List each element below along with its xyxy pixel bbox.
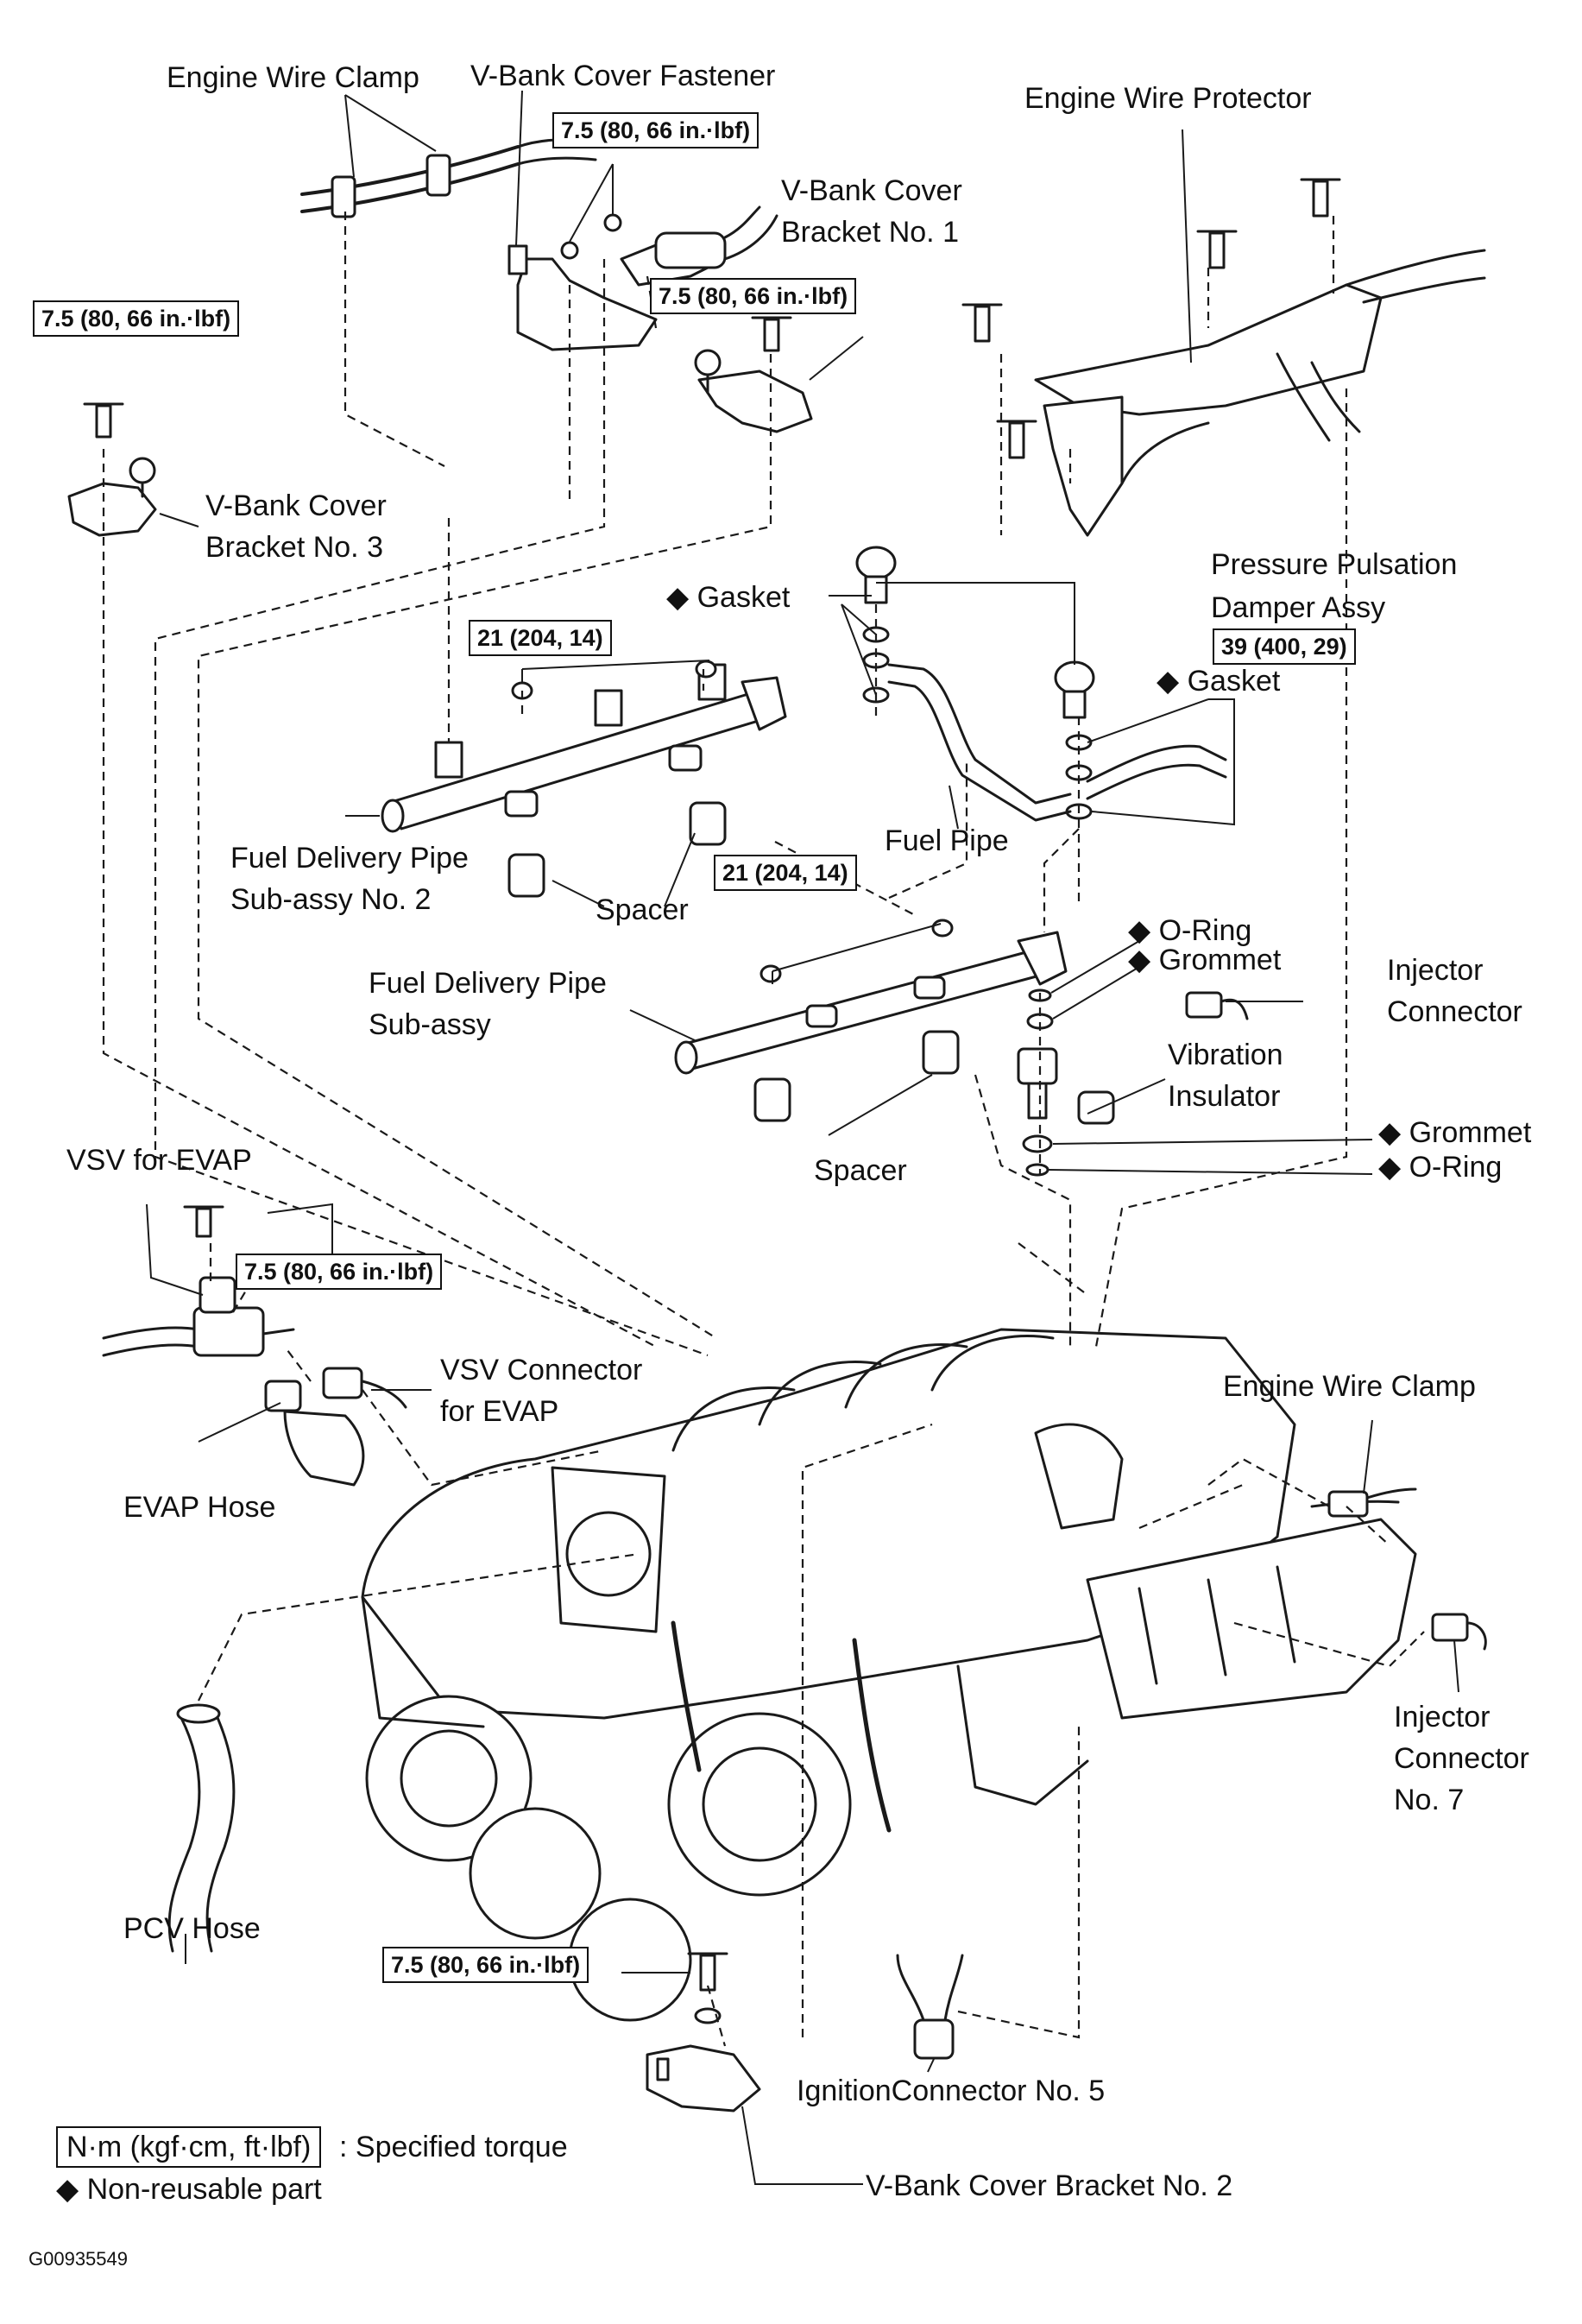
fuel-delivery-pipe-2-part <box>381 660 787 833</box>
label-injector-connector-line1: Injector <box>1387 954 1484 987</box>
engine-manifold-part <box>361 1328 1417 2022</box>
label-injector-connector-7-line2: Connector <box>1394 1742 1529 1775</box>
spacer-lower-parts <box>753 1030 960 1122</box>
label-spacer-upper: Spacer <box>596 894 689 926</box>
torque-box-damper: 39 (400, 29) <box>1213 628 1356 665</box>
legend-unit-box: N·m (kgf·cm, ft·lbf) <box>56 2126 322 2168</box>
v-bank-cover-bracket-1-part <box>694 316 813 433</box>
label-v-bank-cover-bracket-1-line1: V-Bank Cover <box>781 174 962 207</box>
label-vsv-connector-line2: for EVAP <box>440 1395 559 1428</box>
label-v-bank-cover-bracket-1-line2: Bracket No. 1 <box>781 216 959 249</box>
pcv-hose-part <box>167 1703 236 1953</box>
label-gasket-top: ◆ Gasket <box>666 581 791 614</box>
injector-connector-7-part <box>1431 1613 1487 1651</box>
label-engine-wire-clamp-top: Engine Wire Clamp <box>167 61 419 94</box>
vsv-evap-parts <box>102 1205 407 1487</box>
engine-wire-clamp-right-part <box>1310 1487 1417 1518</box>
label-vsv-for-evap: VSV for EVAP <box>66 1144 252 1177</box>
label-v-bank-cover-fastener: V-Bank Cover Fastener <box>470 60 776 92</box>
v-bank-cover-fastener-part <box>507 205 778 351</box>
engine-wire-protector-part <box>961 178 1486 537</box>
label-injector-connector-7-line3: No. 7 <box>1394 1784 1465 1816</box>
pressure-pulsation-damper-parts <box>855 546 1095 719</box>
legend-unit-text: : Specified torque <box>339 2131 568 2163</box>
label-v-bank-cover-bracket-2: V-Bank Cover Bracket No. 2 <box>866 2169 1233 2202</box>
label-pressure-pulsation-line1: Pressure Pulsation <box>1211 548 1458 581</box>
label-vibration-insulator-line2: Insulator <box>1168 1080 1281 1113</box>
label-engine-wire-clamp-right: Engine Wire Clamp <box>1223 1370 1476 1403</box>
label-v-bank-cover-bracket-3-line2: Bracket No. 3 <box>205 531 383 564</box>
v-bank-cover-bracket-3-part <box>67 402 157 537</box>
label-fuel-delivery-pipe-2-line1: Fuel Delivery Pipe <box>230 842 469 875</box>
label-evap-hose: EVAP Hose <box>123 1491 276 1524</box>
label-pressure-pulsation-line2: Damper Assy <box>1211 591 1386 624</box>
label-fuel-delivery-pipe-2-line2: Sub-assy No. 2 <box>230 883 432 916</box>
engine-wire-clamp-top-part <box>300 138 597 218</box>
label-fuel-delivery-pipe-line2: Sub-assy <box>369 1008 491 1041</box>
gasket-parts <box>862 626 1093 820</box>
label-vibration-insulator-line1: Vibration <box>1168 1039 1283 1071</box>
label-grommet-top: ◆ Grommet <box>1128 944 1282 976</box>
label-o-ring-bottom: ◆ O-Ring <box>1378 1151 1503 1184</box>
v-bank-cover-bracket-2-part <box>646 1952 761 2112</box>
torque-box-pipe-1: 21 (204, 14) <box>714 855 857 891</box>
label-fuel-delivery-pipe-line1: Fuel Delivery Pipe <box>369 967 607 1000</box>
fuel-delivery-pipe-part <box>674 919 1068 1075</box>
label-vsv-connector-line1: VSV Connector <box>440 1354 643 1386</box>
label-ignition-connector-5: IgnitionConnector No. 5 <box>797 2075 1106 2107</box>
label-spacer-lower: Spacer <box>814 1154 907 1187</box>
torque-box-fastener: 7.5 (80, 66 in.·lbf) <box>552 112 759 148</box>
ignition-connector-5-part <box>896 1954 964 2060</box>
label-injector-connector-line2: Connector <box>1387 995 1522 1028</box>
torque-box-bracket-2: 7.5 (80, 66 in.·lbf) <box>382 1947 589 1983</box>
label-injector-connector-7-line1: Injector <box>1394 1701 1491 1734</box>
torque-box-pipe-2: 21 (204, 14) <box>469 620 612 656</box>
label-engine-wire-protector: Engine Wire Protector <box>1024 82 1312 115</box>
label-fuel-pipe: Fuel Pipe <box>885 824 1009 857</box>
label-pcv-hose: PCV Hose <box>123 1912 261 1945</box>
figure-code: G00935549 <box>28 2248 128 2270</box>
torque-box-vsv: 7.5 (80, 66 in.·lbf) <box>236 1254 443 1290</box>
spacer-upper-parts <box>507 801 727 898</box>
torque-box-bracket-3: 7.5 (80, 66 in.·lbf) <box>33 300 240 337</box>
label-grommet-bottom: ◆ Grommet <box>1378 1116 1532 1149</box>
label-o-ring-top: ◆ O-Ring <box>1128 914 1252 947</box>
label-v-bank-cover-bracket-3-line1: V-Bank Cover <box>205 489 387 522</box>
injector-parts <box>1017 988 1249 1177</box>
fuel-pipe-part <box>887 663 1227 822</box>
legend-non-reusable: ◆ Non-reusable part <box>56 2173 322 2206</box>
torque-box-bracket-1: 7.5 (80, 66 in.·lbf) <box>650 278 857 314</box>
label-gasket-right: ◆ Gasket <box>1157 665 1281 698</box>
